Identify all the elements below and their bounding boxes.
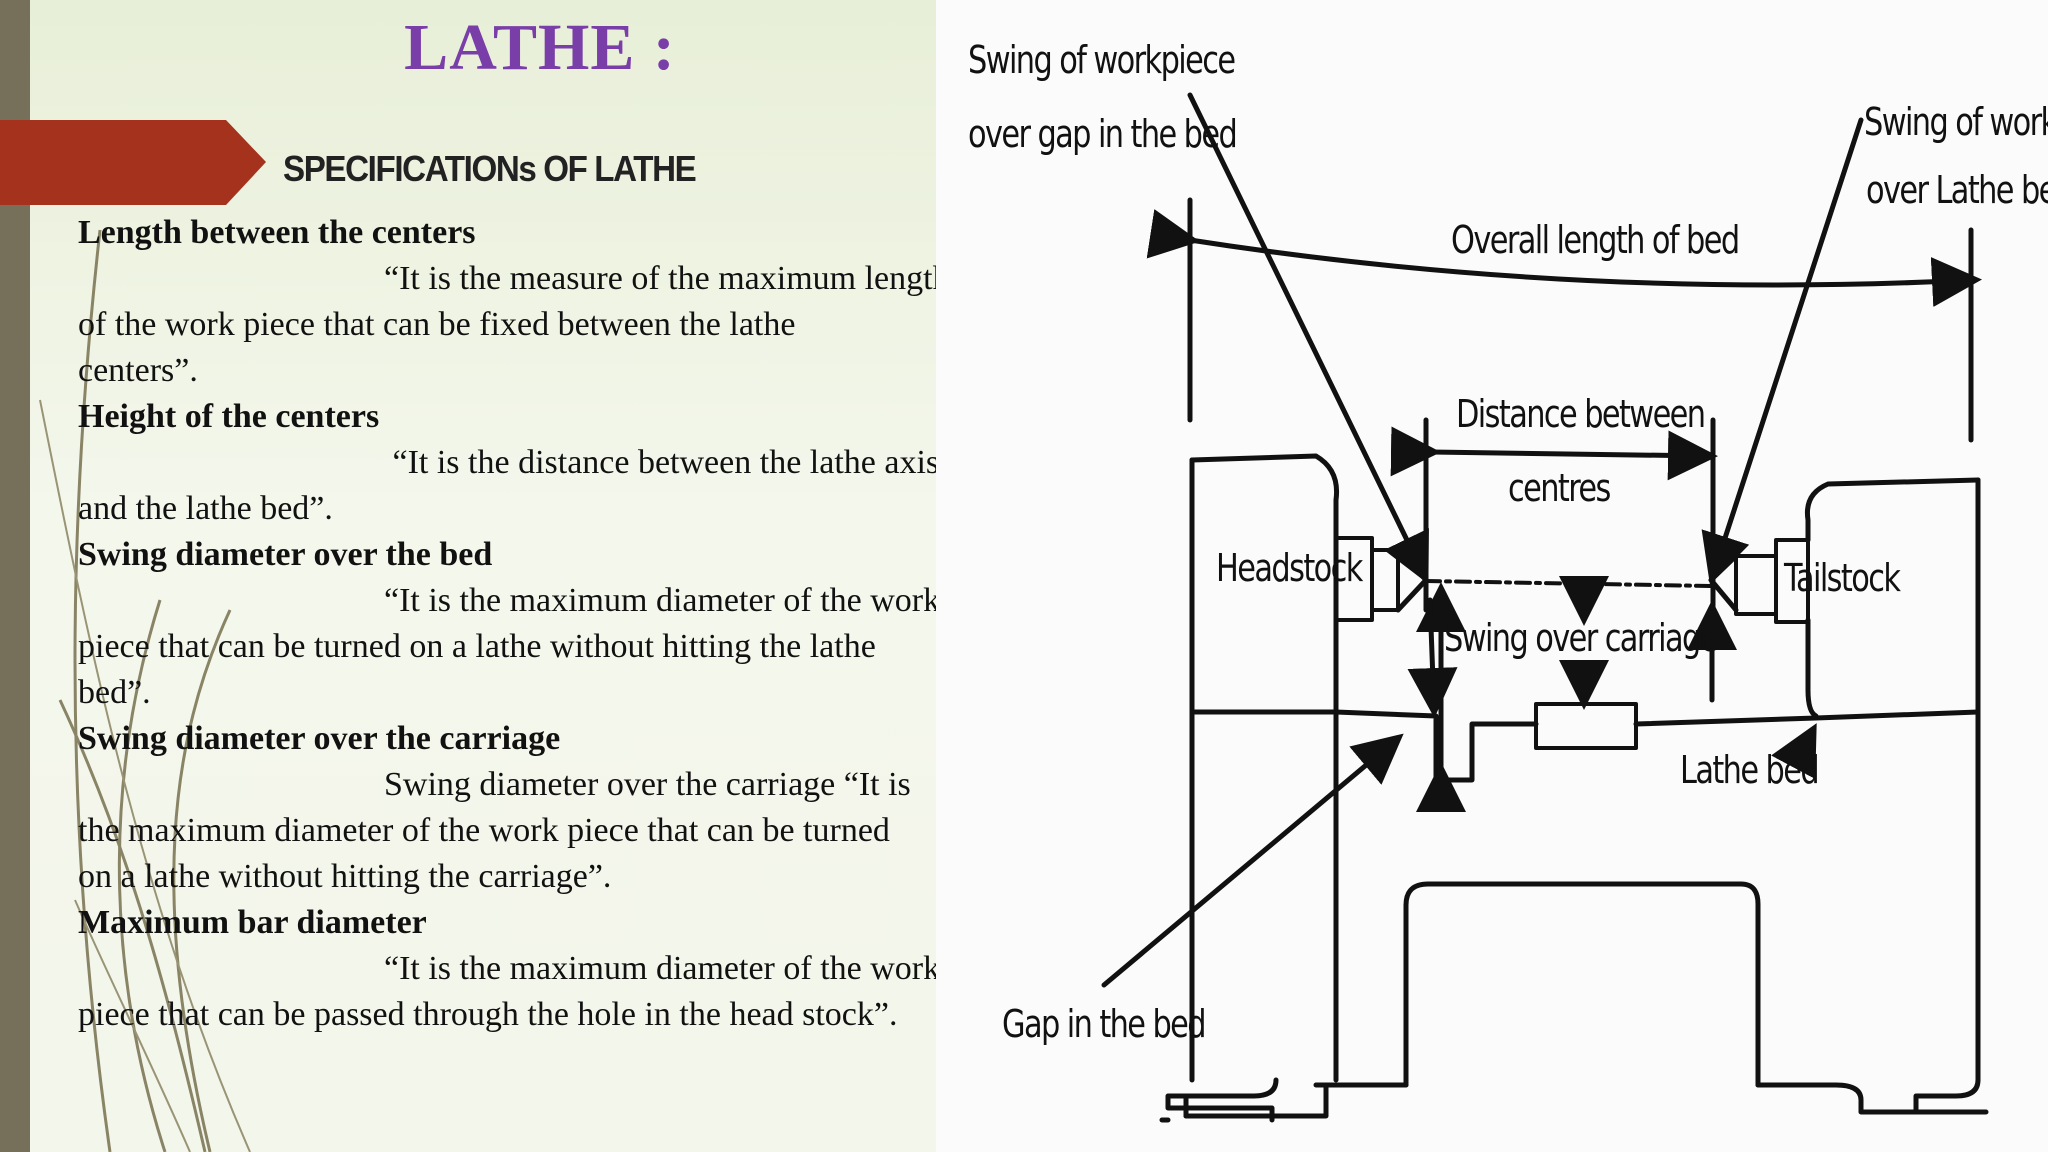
spec-line: centers”. [78, 352, 198, 389]
label-swing-over-gap: Swing of workpiece [968, 38, 1236, 82]
lathe-diagram-drawing [1101, 92, 1989, 1123]
spec-heading: Length between the centers [78, 214, 476, 251]
label-distance-between: Distance between [1456, 392, 1706, 436]
spec-line: Swing diameter over the carriage “It is [384, 766, 911, 803]
label-swing-over-gap-2: over gap in the bed [968, 112, 1238, 156]
spec-line: piece that can be turned on a lathe with… [78, 628, 876, 665]
slide-content-panel: LATHE : SPECIFICATIONs OF LATHE Length b… [0, 0, 936, 1152]
label-lathe-bed: Lathe bed [1680, 748, 1820, 792]
lathe-diagram: Swing of workpiece over gap in the bed S… [936, 0, 2048, 1152]
spec-line: “It is the distance between the lathe ax… [384, 444, 937, 481]
label-swing-over-bed-2: over Lathe bed [1866, 168, 2048, 212]
spec-line: bed”. [78, 674, 151, 711]
label-headstock: Headstock [1216, 546, 1363, 590]
spec-line: on a lathe without hitting the carriage”… [78, 858, 612, 895]
spec-heading: Swing diameter over the bed [78, 536, 493, 573]
label-tailstock: Tailstock [1784, 556, 1901, 600]
spec-line: the maximum diameter of the work piece t… [78, 812, 890, 849]
spec-line: “It is the maximum diameter of the work [384, 950, 936, 987]
spec-line: and the lathe bed”. [78, 490, 333, 527]
spec-line: “It is the maximum diameter of the work [384, 582, 936, 619]
slide-subtitle: SPECIFICATIONs OF LATHE [283, 148, 697, 189]
spec-heading: Maximum bar diameter [78, 904, 427, 941]
decorative-stems [39, 229, 251, 1152]
spec-line: of the work piece that can be fixed betw… [78, 306, 796, 343]
label-overall-length: Overall length of bed [1451, 218, 1740, 262]
spec-line: “It is the measure of the maximum length [384, 260, 936, 297]
label-swing-over-bed: Swing of workpie [1864, 100, 2048, 144]
label-centres: centres [1508, 466, 1611, 510]
spec-heading: Swing diameter over the carriage [78, 720, 561, 757]
specifications-text: Length between the centers “It is the me… [78, 210, 936, 1038]
label-swing-over-carriage: Swing over carriage [1444, 616, 1718, 660]
slide-title: LATHE : [404, 11, 676, 84]
chevron-marker [0, 120, 266, 205]
label-gap-in-the-bed: Gap in the bed [1002, 1002, 1207, 1046]
spec-heading: Height of the centers [78, 398, 380, 435]
spec-line: piece that can be passed through the hol… [78, 996, 898, 1033]
